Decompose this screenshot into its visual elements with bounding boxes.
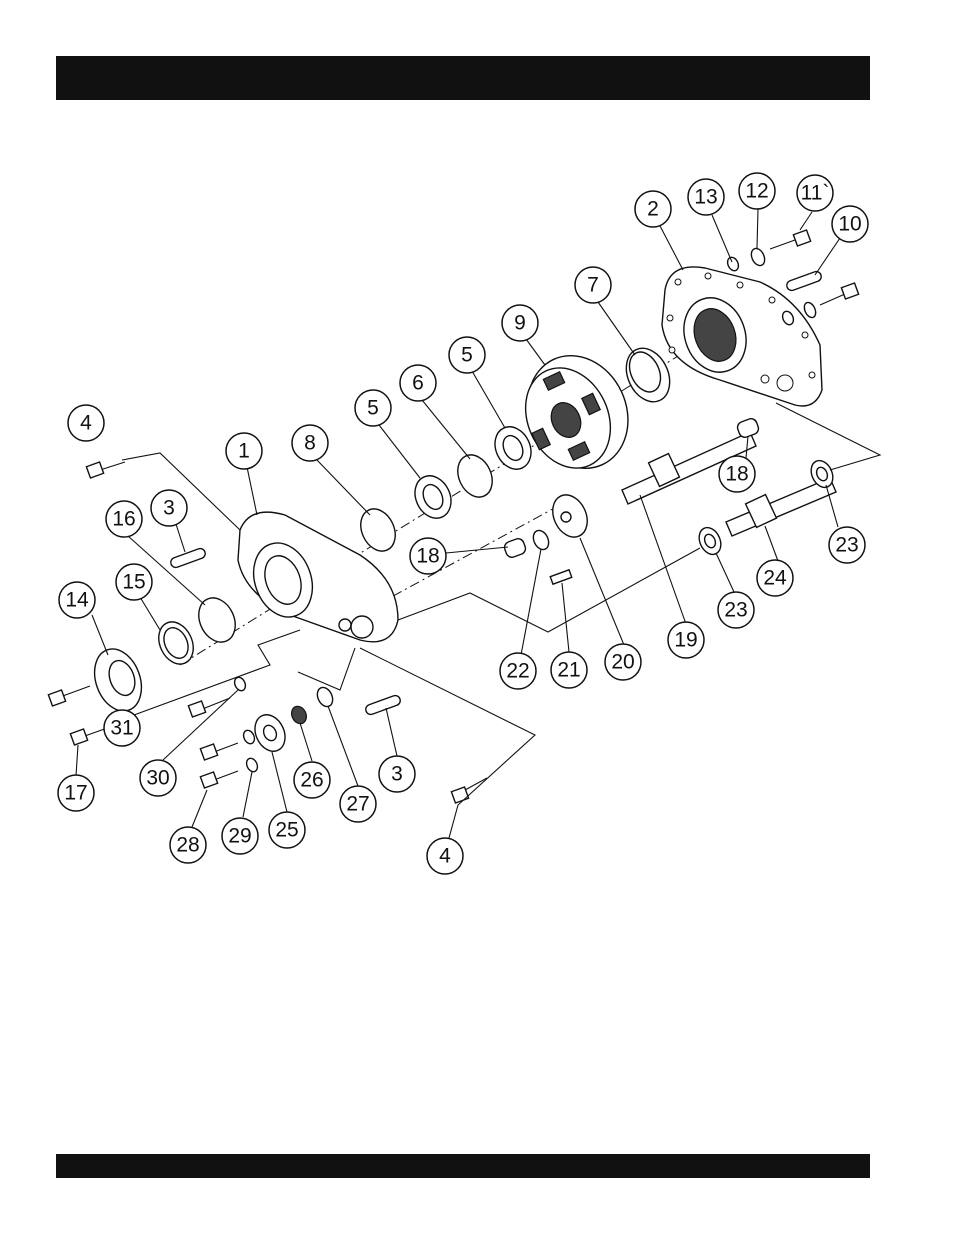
large-sprocket-gear [510,339,646,485]
flat-washer-13 [726,256,741,273]
svg-text:30: 30 [146,767,169,790]
callout-21: 21 [551,652,587,688]
svg-text:21: 21 [557,659,580,682]
svg-text:15: 15 [122,571,145,594]
callout-26: 26 [294,762,330,798]
callout-11: 11` [797,175,833,211]
svg-text:23: 23 [724,599,747,622]
svg-text:27: 27 [346,793,369,816]
svg-text:25: 25 [275,819,298,842]
bolt-4-upper [86,462,125,478]
svg-text:7: 7 [587,274,599,297]
lock-washer-12 [749,246,767,267]
svg-text:5: 5 [367,397,379,420]
callout-5-lower: 5 [355,390,391,426]
callout-25: 25 [269,812,305,848]
callout-19: 19 [668,622,704,658]
callout-24: 24 [757,560,793,596]
svg-text:29: 29 [228,825,251,848]
bearing-lower [408,470,457,524]
svg-text:1: 1 [238,440,250,463]
svg-text:24: 24 [763,567,787,590]
callout-4-upper: 4 [68,405,104,441]
bolt-4-lower [451,778,487,803]
callout-27: 27 [340,786,376,822]
callout-18-lower: 18 [410,538,446,574]
callout-9: 9 [502,305,538,341]
callout-23-lower: 23 [718,592,754,628]
callout-12: 12 [739,173,775,209]
bolt-31 [188,698,230,717]
callout-2: 2 [635,191,671,227]
callout-23-upper: 23 [829,527,865,563]
callout-1: 1 [226,433,262,469]
svg-text:16: 16 [112,508,135,531]
svg-text:12: 12 [745,180,768,203]
svg-text:26: 26 [300,769,323,792]
svg-text:10: 10 [838,213,861,236]
bolt-28 [200,743,238,788]
svg-text:22: 22 [506,660,529,683]
seal-15 [152,616,200,669]
svg-text:4: 4 [80,412,92,435]
svg-text:19: 19 [674,629,697,652]
callout-7: 7 [575,267,611,303]
callout-6: 6 [400,365,436,401]
callout-13: 13 [688,179,724,215]
callout-3-upper: 3 [151,490,187,526]
svg-text:13: 13 [694,186,717,209]
callout-17: 17 [58,775,94,811]
o-ring-27 [314,685,335,709]
callout-28: 28 [170,827,206,863]
bearing-23-lower [695,524,725,558]
washer-22 [530,528,551,552]
svg-text:18: 18 [416,545,439,568]
callout-14: 14 [59,582,95,618]
svg-text:4: 4 [439,845,451,868]
svg-text:18: 18 [725,463,748,486]
dowel-pin-3-upper [169,547,206,569]
callout-4-lower: 4 [427,838,463,874]
svg-text:2: 2 [647,198,659,221]
seal-26 [289,704,309,726]
callout-20: 20 [605,644,641,680]
snap-ring-6 [451,449,499,502]
svg-text:11`: 11` [801,182,830,205]
callout-15: 15 [116,564,152,600]
snap-ring-8 [354,503,402,556]
callout-30: 30 [140,760,176,796]
svg-text:14: 14 [65,589,89,612]
bushing-18-upper [736,417,760,439]
key-21 [550,570,572,584]
svg-text:23: 23 [835,534,858,557]
callout-22: 22 [500,653,536,689]
callout-3-lower: 3 [379,756,415,792]
svg-text:28: 28 [176,834,199,857]
bolt-11 [770,230,811,249]
callout-31: 31 [104,710,140,746]
callout-8: 8 [292,425,328,461]
callout-29: 29 [222,818,258,854]
svg-text:3: 3 [163,497,175,520]
svg-text:20: 20 [611,651,634,674]
flange-14 [86,642,149,717]
svg-text:17: 17 [64,782,87,805]
svg-text:6: 6 [412,372,424,395]
callout-10: 10 [832,206,868,242]
svg-text:5: 5 [461,344,473,367]
gear-20 [546,489,594,542]
callout-16: 16 [106,501,142,537]
callout-18-upper: 18 [719,456,755,492]
svg-text:31: 31 [110,717,133,740]
retainer-25 [249,710,290,756]
dowel-pin-10 [785,270,822,292]
dowel-pin-3-lower [364,694,401,716]
bushing-18-lower [503,537,527,559]
svg-text:9: 9 [514,312,526,335]
svg-text:8: 8 [304,432,316,455]
bolt-17-upper [48,686,90,706]
svg-text:3: 3 [391,763,403,786]
callout-5-upper: 5 [449,337,485,373]
